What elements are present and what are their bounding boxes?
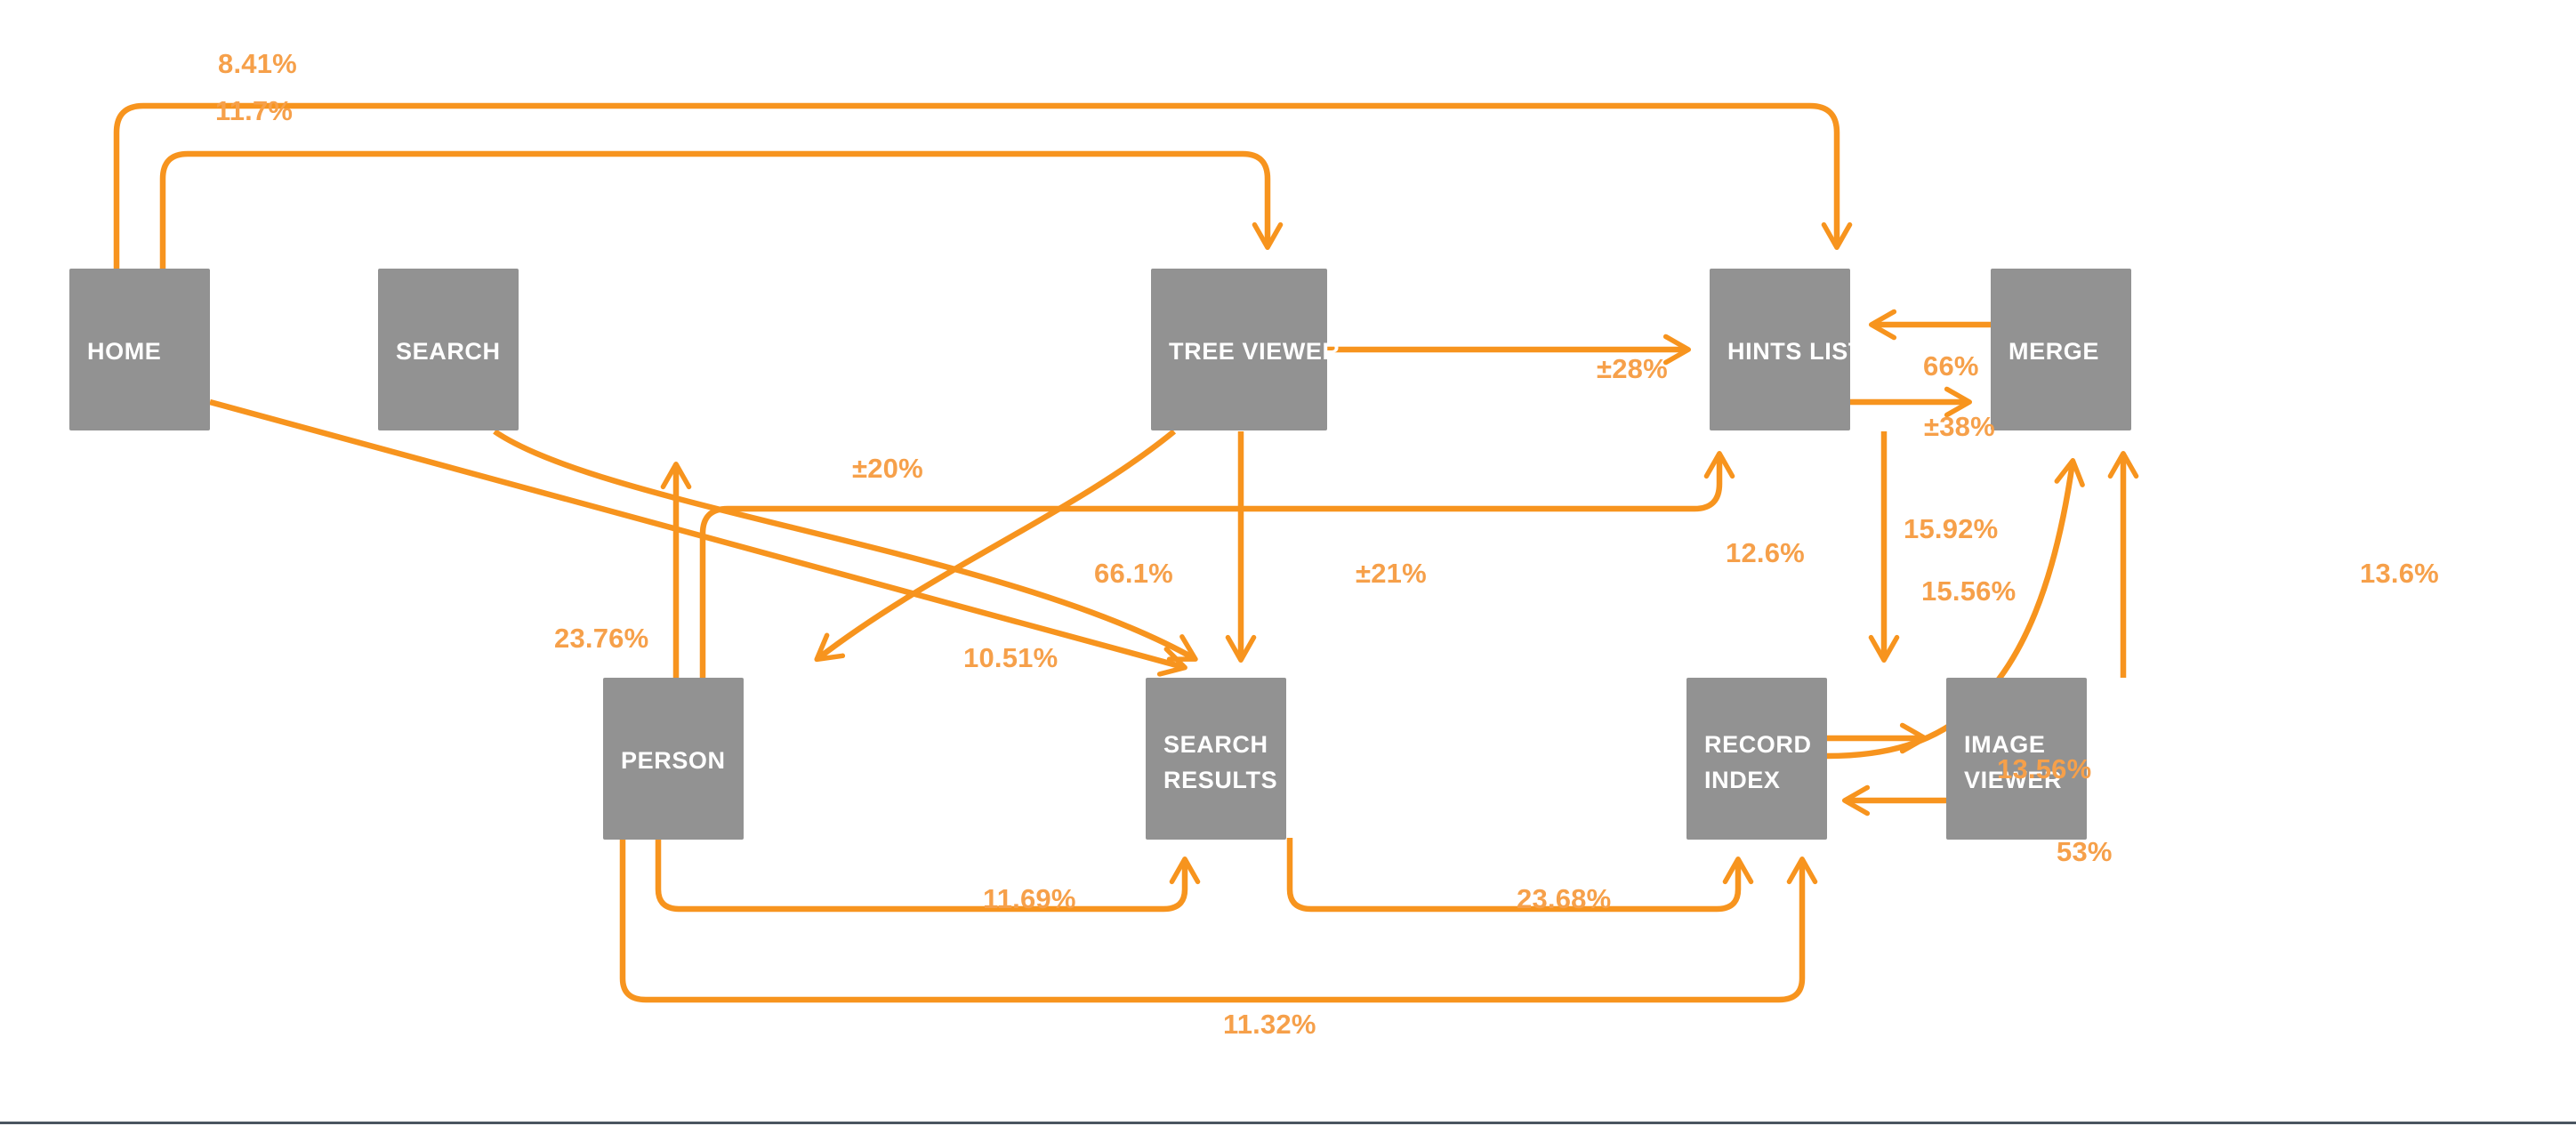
edge-label-record-index-merge: 15.56% — [1921, 575, 2016, 607]
edge-search-results-record-index — [1286, 838, 1754, 913]
node-label-merge: MERGE — [2008, 338, 2099, 365]
node-label-tree-viewer: TREE VIEWER — [1169, 338, 1340, 365]
node-label-person: PERSON — [621, 747, 726, 774]
edge-label-search-results-person: 23.76% — [554, 623, 648, 654]
edge-label-person-search-results: 11.69% — [983, 883, 1076, 914]
node-label-search-results-line1: SEARCH — [1163, 731, 1268, 758]
edge-label-tree-viewer-person: ±20% — [852, 453, 923, 484]
edge-label-merge-hints-list: 66% — [1923, 350, 1979, 382]
edge-label-person-hints-list: 12.6% — [1726, 537, 1805, 568]
nodes-layer: HOME SEARCH TREE VIEWER HINTS LIST MERGE — [69, 269, 2131, 840]
node-image-viewer[interactable]: IMAGE VIEWER — [1946, 678, 2087, 840]
node-tree-viewer[interactable]: TREE VIEWER — [1151, 269, 1340, 430]
node-label-home: HOME — [87, 338, 161, 365]
node-label-search: SEARCH — [396, 338, 501, 365]
edge-search-search-results — [493, 429, 1198, 662]
edge-label-image-viewer-record-index: 53% — [2057, 836, 2113, 867]
bottom-divider — [0, 1122, 2576, 1124]
edge-label-home-hints-list: 8.41% — [218, 48, 297, 79]
node-label-image-viewer-line2: VIEWER — [1964, 767, 2062, 793]
node-label-image-viewer-line1: IMAGE — [1964, 731, 2046, 758]
edge-label-tree-viewer-hints-list: ±28% — [1597, 353, 1668, 384]
node-label-record-index-line2: INDEX — [1704, 767, 1781, 793]
edge-label-home-search-results: 10.51% — [963, 642, 1058, 673]
edge-label-search-results-record-index: 23.68% — [1517, 883, 1611, 914]
edges-layer — [113, 102, 2139, 1003]
edge-label-tree-viewer-search-results: ±21% — [1356, 558, 1427, 589]
node-merge[interactable]: MERGE — [1991, 269, 2131, 430]
edge-home-hints-list — [113, 102, 1853, 269]
edge-labels-layer: 8.41% 11.7% ±28% 66% ±38% ±20% 12.6% 66.… — [215, 48, 2439, 1040]
node-label-hints-list: HINTS LIST — [1727, 338, 1864, 365]
edge-label-hints-list-record-index: 15.92% — [1904, 513, 1998, 544]
edge-label-search-search-results: 66.1% — [1094, 558, 1173, 589]
edge-label-home-tree-viewer: 11.7% — [215, 95, 293, 126]
node-record-index[interactable]: RECORD INDEX — [1686, 678, 1827, 840]
node-label-record-index-line1: RECORD — [1704, 731, 1812, 758]
edge-person-hints-list — [699, 450, 1735, 678]
node-hints-list[interactable]: HINTS LIST — [1710, 269, 1864, 430]
edge-tree-viewer-person — [814, 429, 1177, 663]
edge-home-search-results — [209, 398, 1187, 677]
node-label-search-results-line2: RESULTS — [1163, 767, 1277, 793]
edge-person-record-index — [619, 838, 1818, 1003]
edge-label-person-record-index: 11.32% — [1223, 1009, 1316, 1040]
edge-home-tree-viewer — [159, 150, 1284, 269]
node-person[interactable]: PERSON — [603, 678, 744, 840]
edge-person-search-results — [655, 838, 1201, 913]
node-home[interactable]: HOME — [69, 269, 210, 430]
edge-label-record-index-image-viewer: 13.56% — [1997, 753, 2091, 784]
edge-label-hints-list-merge: ±38% — [1924, 411, 1995, 442]
node-search-results[interactable]: SEARCH RESULTS — [1146, 678, 1286, 840]
node-search[interactable]: SEARCH — [378, 269, 519, 430]
edge-label-image-viewer-merge: 13.6% — [2360, 558, 2439, 589]
